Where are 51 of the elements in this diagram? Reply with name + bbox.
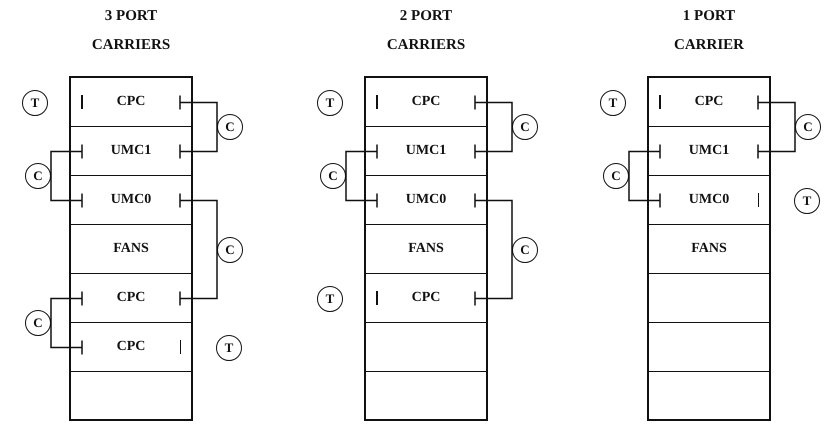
terminator-circle: T — [794, 188, 820, 214]
slot-label: CPC — [116, 290, 146, 306]
bracket-connector — [628, 176, 661, 208]
bracket-connector — [474, 94, 513, 127]
slot-label: CPC — [116, 339, 146, 355]
slot-label: UMC0 — [688, 192, 730, 208]
bracket-connector — [179, 192, 218, 250]
terminator-circle: T — [317, 90, 343, 116]
slot-label: CPC — [412, 94, 440, 110]
connection-circle: C — [25, 163, 51, 189]
slot-label: CPC — [116, 94, 146, 110]
terminator-circle: T — [317, 286, 343, 312]
connection-circle: C — [25, 310, 51, 336]
slot-label: FANS — [691, 241, 727, 257]
terminator-circle: T — [216, 334, 242, 360]
terminator-circle: T — [600, 90, 626, 116]
connection-circle: C — [217, 114, 243, 140]
bracket-connector — [179, 127, 218, 160]
carrier-heading: 3 PORT CARRIERS — [90, 7, 172, 55]
carrier-heading: 1 PORT CARRIER — [672, 7, 746, 55]
connection-circle: C — [320, 163, 346, 189]
bracket-connector — [50, 144, 83, 176]
connection-circle: C — [603, 163, 629, 189]
connection-circle: C — [217, 236, 243, 262]
slot-label: CPC — [412, 290, 440, 306]
slot-label: UMC0 — [110, 192, 152, 208]
bracket-connector — [179, 250, 218, 306]
bracket-connector — [50, 176, 83, 208]
connection-circle: C — [512, 236, 538, 262]
slot-label: UMC0 — [406, 192, 446, 208]
bracket-connector — [50, 323, 83, 356]
bracket-connector — [474, 127, 513, 160]
carrier-heading: 2 PORT CARRIERS — [386, 7, 466, 55]
bracket-connector — [179, 94, 218, 127]
slot-label: FANS — [408, 241, 444, 257]
bracket-connector — [757, 127, 796, 160]
slot-label: UMC1 — [406, 143, 446, 159]
bracket-connector — [345, 144, 378, 176]
slot-label: UMC1 — [688, 143, 730, 159]
connection-circle: C — [512, 114, 538, 140]
slot-label: FANS — [113, 241, 149, 257]
bracket-connector — [345, 176, 378, 208]
slot-label: UMC1 — [110, 143, 152, 159]
bracket-connector — [50, 290, 83, 323]
terminator-circle: T — [22, 90, 48, 116]
bracket-connector — [474, 250, 513, 306]
bracket-connector — [474, 192, 513, 250]
slot-label: CPC — [694, 94, 724, 110]
connection-circle: C — [795, 114, 821, 140]
bracket-connector — [757, 94, 796, 127]
bracket-connector — [628, 144, 661, 176]
